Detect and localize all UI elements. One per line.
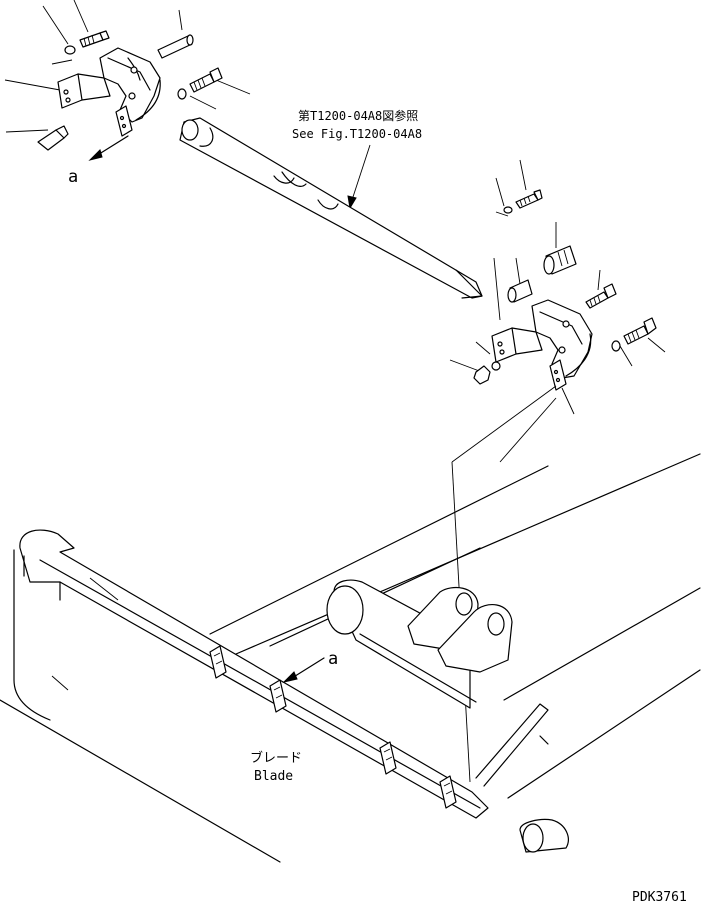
pin — [157, 34, 194, 59]
mount-block — [269, 679, 287, 713]
left-bracket-assembly — [4, 0, 251, 161]
shaft — [179, 117, 483, 299]
drawing-code: PDK3761 — [632, 890, 687, 905]
bracket — [491, 299, 593, 391]
view-arrow-a-top — [88, 135, 129, 161]
reference-note-jp: 第T1200-04A8図参照 — [298, 108, 418, 123]
blade-label-jp: ブレード — [250, 750, 302, 766]
right-bracket-assembly — [449, 159, 666, 415]
mount-block — [439, 775, 457, 809]
bolt — [623, 317, 657, 345]
washer — [64, 45, 76, 55]
bolt — [79, 30, 110, 48]
pin — [507, 279, 533, 303]
view-label-a-blade: a — [328, 649, 338, 669]
reference-note-en: See Fig.T1200-04A8 — [292, 127, 422, 141]
bolt — [189, 67, 223, 93]
blade-label-en: Blade — [254, 769, 293, 784]
frame — [209, 385, 701, 853]
blade — [0, 529, 489, 863]
nut — [473, 365, 491, 385]
washer — [177, 88, 187, 100]
reference-leader — [347, 144, 371, 210]
view-arrow-a-blade — [282, 657, 325, 683]
grease-nipple — [37, 125, 69, 151]
view-label-a-top: a — [68, 167, 78, 187]
bolt — [515, 189, 543, 209]
bolt — [585, 283, 617, 309]
bushing — [543, 245, 577, 275]
mount-block — [209, 645, 227, 679]
mount-block — [379, 741, 397, 775]
bracket — [57, 47, 161, 137]
